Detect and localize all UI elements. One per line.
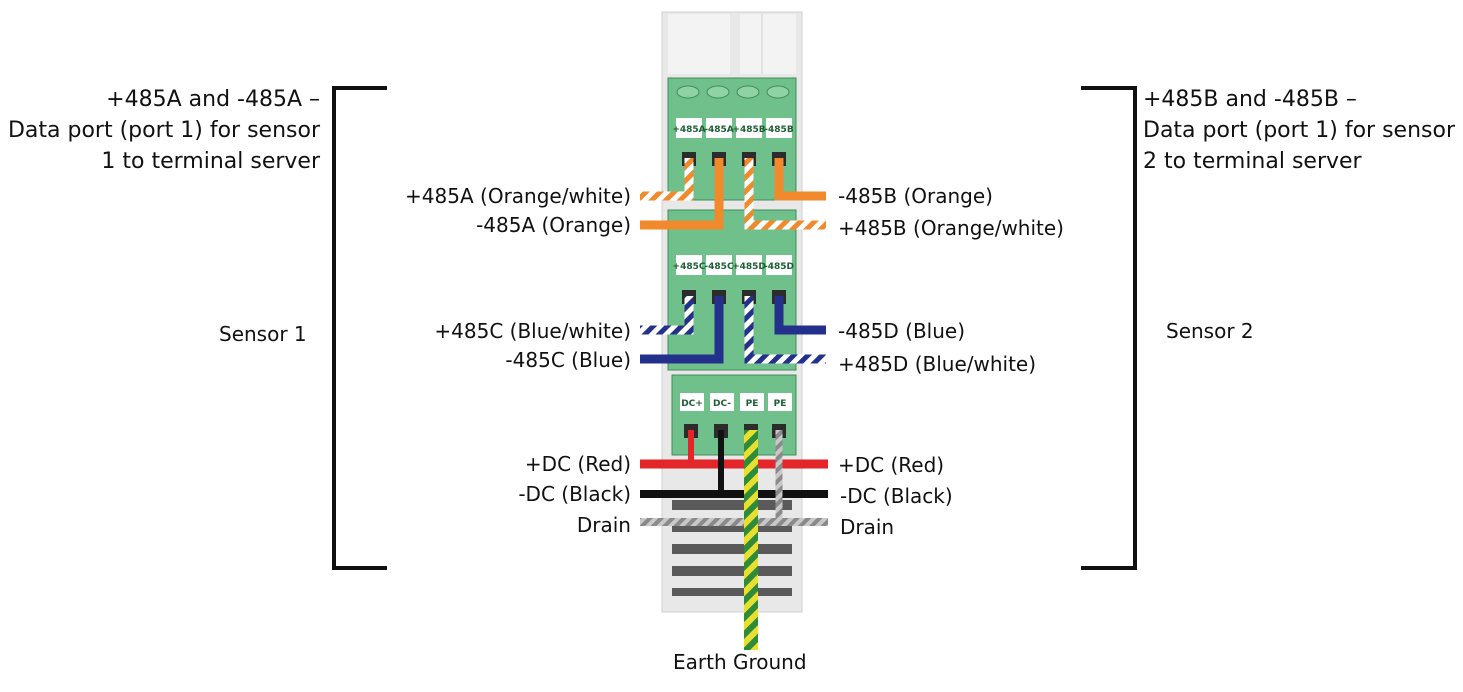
right-port-description: +485B and -485B – Data port (port 1) for… [1143,84,1455,177]
terminal-labels-top: +485A -485A +485B -485B [672,125,793,135]
label-drain-right: Drain [840,515,895,539]
wire-earth-ground [744,430,758,650]
label-485c-plus: +485C (Blue/white) [434,319,631,343]
right-bracket [1081,86,1137,570]
terminal-label-pe-1: PE [746,399,759,409]
wire-485a-minus [640,158,724,230]
left-port-line-2: Data port (port 1) for sensor [7,118,320,143]
sensor-1-label: Sensor 1 [219,322,307,346]
wire-485c-plus [640,296,694,335]
terminal-label-485d-minus: -485D [764,262,794,272]
label-485b-plus: +485B (Orange/white) [838,216,1064,240]
label-dc-plus-left: +DC (Red) [524,452,631,476]
wire-drain [640,430,828,526]
terminal-label-485c-plus: +485C [673,262,706,272]
terminal-labels-middle: +485C -485C +485D -485D [673,262,794,272]
wire-dc-minus [640,430,828,498]
label-drain-left: Drain [576,513,631,537]
right-port-line-1: +485B and -485B – [1143,87,1357,112]
label-485b-minus: -485B (Orange) [838,184,993,208]
sensor-2-label: Sensor 2 [1166,319,1254,343]
label-485c-minus: -485C (Blue) [505,348,631,372]
left-bracket [332,86,387,570]
wire-485b-minus [774,158,826,201]
right-port-line-3: 2 to terminal server [1143,149,1362,174]
label-485a-minus: -485A (Orange) [476,213,631,237]
terminal-label-485a-minus: -485A [704,125,734,135]
left-port-line-3: 1 to terminal server [101,149,320,174]
terminal-block-middle [667,209,797,371]
label-485a-plus: +485A (Orange/white) [405,184,631,208]
wire-dc-plus [640,430,828,469]
label-485d-plus: +485D (Blue/white) [838,352,1037,376]
left-port-line-1: +485A and -485A – [106,87,320,112]
terminal-label-dc-minus: DC- [713,399,731,409]
label-485d-minus: -485D (Blue) [838,319,966,343]
wire-485d-minus [774,296,826,335]
wire-485b-plus [744,158,826,230]
terminal-label-485b-minus: -485B [764,125,794,135]
right-port-line-2: Data port (port 1) for sensor [1143,118,1456,143]
terminal-label-485b-plus: +485B [732,125,765,135]
terminal-label-485d-plus: +485D [732,262,766,272]
terminal-labels-bottom: DC+ DC- PE PE [681,399,786,409]
terminal-label-485a-plus: +485A [672,125,705,135]
left-port-description: +485A and -485A – Data port (port 1) for… [8,84,320,177]
wire-485a-plus [640,158,694,201]
terminal-label-dc-plus: DC+ [681,399,703,409]
label-dc-minus-left: -DC (Black) [518,482,631,506]
label-dc-minus-right: -DC (Black) [840,484,953,508]
wire-485d-plus [744,296,826,364]
earth-ground-label: Earth Ground [673,650,807,674]
terminal-label-pe-2: PE [774,399,787,409]
wire-485c-minus [640,296,724,364]
terminal-label-485c-minus: -485C [704,262,734,272]
label-dc-plus-right: +DC (Red) [838,453,945,477]
